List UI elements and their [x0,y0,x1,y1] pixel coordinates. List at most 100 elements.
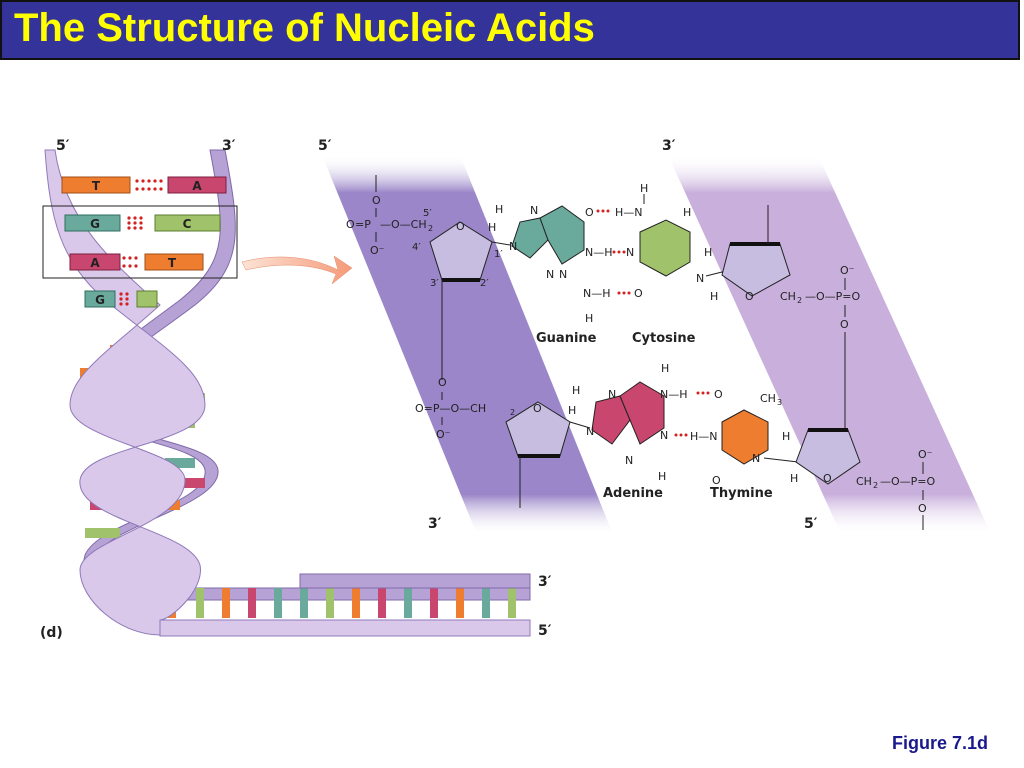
svg-text:CH: CH [856,475,872,488]
svg-text:O: O [438,376,447,389]
helix-bottom-rungs [145,588,516,618]
svg-text:O: O [745,290,754,303]
svg-text:H: H [704,246,712,259]
lower-right-nucleotide: O CH 2 —O—P=O O⁻ O [795,428,936,530]
svg-text:=P: =P [355,218,371,231]
carbon-3-label: 3′ [430,278,439,289]
helix-pair-4: G [84,290,158,308]
svg-text:O: O [714,388,723,401]
svg-text:O: O [456,220,465,233]
svg-text:3: 3 [777,398,782,407]
lower-left-nucleotide: O O=P—O—CH 2 O⁻ O H [415,376,591,508]
pair-3-left-base: A [90,256,100,270]
svg-text:N: N [696,272,704,285]
svg-text:2: 2 [873,481,878,490]
svg-text:O⁻: O⁻ [370,244,385,257]
svg-text:O: O [533,402,542,415]
svg-text:H: H [710,290,718,303]
svg-text:H: H [495,203,503,216]
helix-bottom-end-upper: 3′ [538,574,552,590]
helix-pair-2: G C [64,214,221,232]
svg-text:2: 2 [510,408,515,417]
svg-text:—O—P=O: —O—P=O [880,475,936,488]
svg-text:—O—P=O: —O—P=O [805,290,861,303]
pair-4-left-base: G [95,293,105,307]
figure-caption: Figure 7.1d [891,733,988,753]
svg-text:2: 2 [797,296,802,305]
panel-label: (d) [40,625,63,641]
svg-text:H: H [572,384,580,397]
svg-text:H: H [683,206,691,219]
svg-text:N: N [530,204,538,217]
svg-text:N: N [559,268,567,281]
thymine-base: O CH 3 H—N H O N H Thymine [690,388,798,501]
upper-right-nucleotide: O CH 2 —O—P=O O⁻ O [721,205,861,430]
svg-text:O: O [918,502,927,515]
svg-text:O: O [634,287,643,300]
svg-text:H—N: H—N [615,206,643,219]
svg-text:N: N [626,246,634,259]
svg-text:H: H [568,404,576,417]
carbon-4-label: 4′ [412,242,421,253]
svg-text:N: N [625,454,633,467]
double-helix: T A G C A T G 5′ 3′ 3′ [40,138,552,641]
pair-1-left-base: T [92,179,101,193]
upper-left-nucleotide: O O =P —O—CH 2 O⁻ 5′ 4′ 3′ 2′ 1′ O H [346,175,511,380]
guanine-base: N H N N O N—H N—H H N Guanine [495,203,631,346]
title-bar: The Structure of Nucleic Acids [0,0,1020,60]
svg-text:H: H [661,362,669,375]
strand2-bottom-label: 5′ [804,516,818,532]
svg-text:H: H [488,221,496,234]
svg-text:O=P—O—CH: O=P—O—CH [415,402,486,415]
svg-text:H: H [782,430,790,443]
highlight-box [42,205,238,279]
svg-text:H: H [790,472,798,485]
strand1-top-label: 5′ [318,138,332,154]
svg-text:O: O [346,218,355,231]
svg-text:O: O [840,318,849,331]
adenine-label: Adenine [603,486,663,501]
svg-text:O⁻: O⁻ [918,448,933,461]
zoom-arrow [241,255,353,285]
svg-text:N: N [546,268,554,281]
svg-text:H: H [658,470,666,483]
adenine-base: H N N N N H H N—H Adenine [572,362,710,501]
strand2-top-label: 3′ [662,138,676,154]
carbon-1-label: 1′ [494,249,503,260]
svg-text:H—N: H—N [690,430,718,443]
svg-text:N: N [608,388,616,401]
slide-title: The Structure of Nucleic Acids [14,6,595,50]
svg-text:CH: CH [760,392,776,405]
svg-text:N: N [509,240,517,253]
chemical-detail: 5′ 3′ 3′ 5′ O O =P —O—CH 2 O⁻ 5′ 4′ 3′ 2… [318,138,990,532]
guanine-label: Guanine [536,331,597,346]
svg-text:O: O [712,474,721,487]
svg-text:O: O [585,206,594,219]
helix-pair-1: T A [61,176,227,194]
carbon-5-label: 5′ [423,208,432,219]
svg-text:O: O [372,194,381,207]
svg-text:CH: CH [780,290,796,303]
svg-text:O⁻: O⁻ [840,264,855,277]
svg-text:N: N [586,425,594,438]
pair-1-right-base: A [192,179,202,193]
cytosine-label: Cytosine [632,331,696,346]
strand1-bottom-label: 3′ [428,516,442,532]
pair-2-right-base: C [183,217,192,231]
svg-text:N: N [752,452,760,465]
helix-bottom-end-lower: 5′ [538,623,552,639]
svg-text:N: N [660,429,668,442]
svg-text:N—H: N—H [585,246,613,259]
svg-text:2: 2 [428,224,433,233]
pair-3-right-base: T [168,256,177,270]
pair-2-left-base: G [90,217,100,231]
svg-text:H: H [640,182,648,195]
carbon-2-label: 2′ [480,278,489,289]
svg-text:H: H [585,312,593,325]
svg-text:N—H: N—H [583,287,611,300]
svg-text:—O—CH: —O—CH [380,218,427,231]
helix-top-left-end: 5′ [56,138,70,154]
helix-top-right-end: 3′ [222,138,236,154]
helix-pair-3: A T [69,253,204,271]
